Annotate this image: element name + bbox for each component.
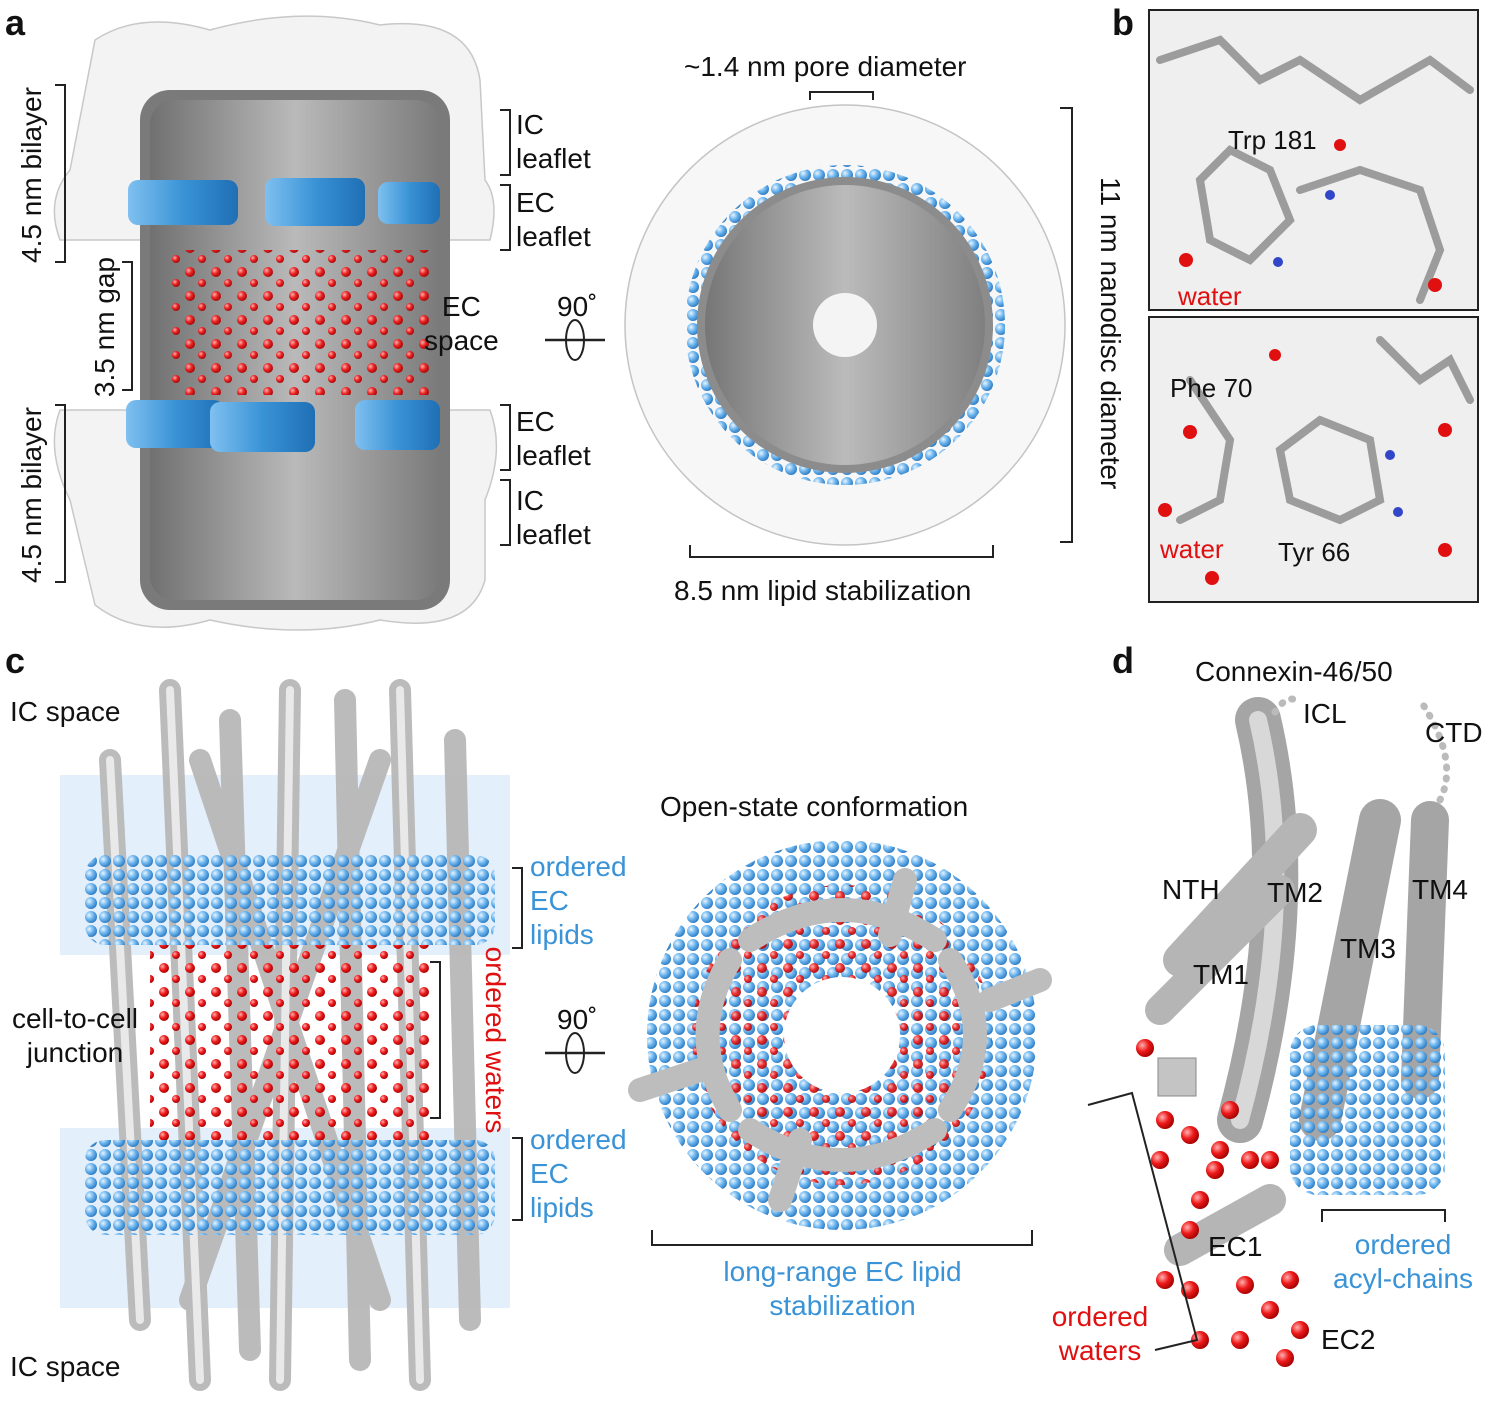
rotation-arrow-c	[545, 1032, 605, 1074]
panel-a-top-view	[624, 91, 1073, 558]
panel-a-side-view	[53, 15, 605, 631]
panel-letter-c: c	[5, 640, 26, 681]
trp-label: Trp 181	[1228, 125, 1317, 155]
connexin-title: Connexin-46/50	[1195, 656, 1393, 687]
ec2-label: EC2	[1321, 1324, 1376, 1355]
ec1-label: EC1	[1208, 1231, 1263, 1262]
icl-label: ICL	[1303, 698, 1347, 729]
bilayer-top-label: 4.5 nm bilayer	[16, 87, 47, 263]
panel-d-graphics	[1087, 695, 1451, 1367]
bilayer-bottom-label: 4.5 nm bilayer	[16, 407, 47, 583]
tm3-label: TM3	[1340, 933, 1396, 964]
tm2-label: TM2	[1267, 877, 1323, 908]
tm1-label: TM1	[1193, 959, 1249, 990]
ctd-label: CTD	[1425, 717, 1483, 748]
gap-label: 3.5 nm gap	[89, 256, 120, 398]
panel-letter-a: a	[5, 2, 26, 43]
open-state-title: Open-state conformation	[660, 791, 969, 822]
nanodisc-label: 11 nm nanodisc diameter	[1095, 177, 1126, 490]
panel-letter-d: d	[1112, 640, 1134, 681]
ic-space-top-label: IC space	[10, 696, 121, 727]
tm4-label: TM4	[1412, 874, 1468, 905]
water-label-top: water	[1178, 281, 1242, 311]
panel-c-side-view	[60, 679, 605, 1391]
panel-letter-b: b	[1112, 2, 1134, 43]
phe-label: Phe 70	[1170, 373, 1253, 403]
ordered-waters-label-c: ordered waters	[480, 946, 511, 1134]
water-label-bottom: water	[1160, 534, 1224, 564]
rotation-label-a: 90˚	[557, 291, 598, 322]
rotation-arrow-a	[545, 319, 605, 361]
lipid-band-top	[128, 178, 440, 226]
pore-label: ~1.4 nm pore diameter	[684, 51, 967, 82]
nth-label: NTH	[1162, 874, 1220, 905]
panel-b-graphics	[1148, 9, 1479, 603]
rotation-label-c: 90˚	[557, 1004, 598, 1035]
tyr-label: Tyr 66	[1278, 537, 1351, 567]
lipid-stabilization-label: 8.5 nm lipid stabilization	[674, 575, 972, 606]
panel-c-top-view	[628, 840, 1052, 1246]
lipid-band-bottom	[126, 400, 440, 452]
ic-space-bottom-label: IC space	[10, 1351, 121, 1382]
